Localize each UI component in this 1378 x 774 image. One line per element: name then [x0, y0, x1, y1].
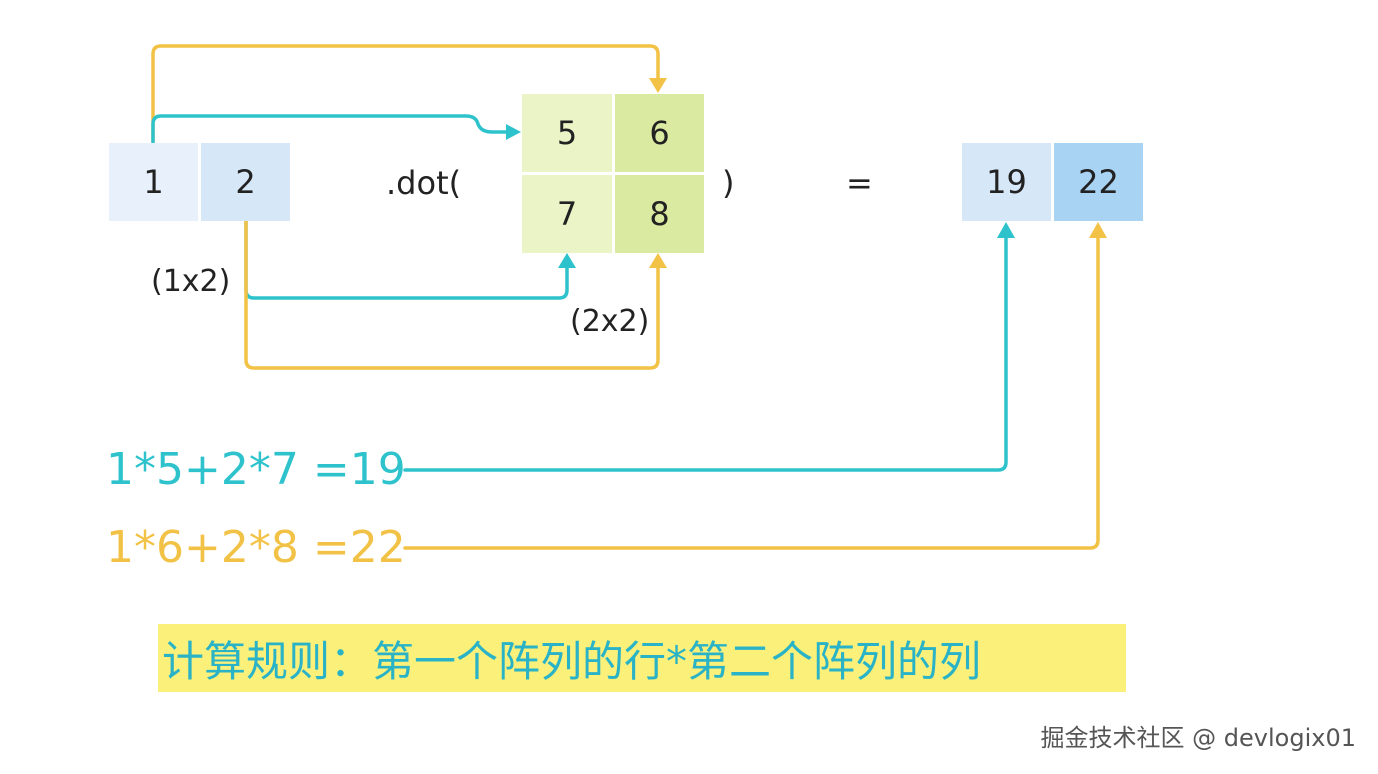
formula-second: 1*6+2*8 =22	[106, 522, 406, 573]
arrow-teal-formula-to-19	[403, 234, 1008, 472]
arrowhead-teal-5	[506, 124, 521, 140]
watermark: 掘金技术社区 @ devlogix01	[1040, 724, 1356, 752]
arrowhead-gold-8	[649, 253, 667, 268]
dot-open-label: .dot(	[386, 164, 462, 202]
arrow-teal-1-to-5	[151, 114, 510, 144]
arrow-teal-2-to-7	[244, 219, 569, 300]
matrix-cell-7: 7	[522, 175, 612, 253]
matrix-shape-label: (2x2)	[570, 304, 650, 339]
dot-close-label: )	[722, 164, 735, 202]
vector-shape-label: (1x2)	[151, 264, 231, 299]
formula-first: 1*5+2*7 =19	[106, 444, 406, 495]
calculation-rule-banner: 计算规则：第一个阵列的行*第二个阵列的列	[158, 624, 1126, 692]
result-cell-22: 22	[1054, 143, 1143, 221]
arrowhead-teal-7	[558, 253, 576, 268]
vector-cell-2: 2	[201, 143, 290, 221]
equals-sign: =	[846, 164, 873, 202]
matrix-cell-5: 5	[522, 94, 612, 172]
arrow-gold-1-to-6	[151, 44, 660, 144]
matrix-cell-6: 6	[615, 94, 704, 172]
arrowhead-teal-19	[997, 222, 1015, 238]
result-cell-19: 19	[962, 143, 1051, 221]
arrowhead-gold-6	[649, 78, 667, 93]
arrowhead-gold-22	[1089, 222, 1107, 238]
arrow-gold-formula-to-22	[403, 234, 1100, 550]
matrix-cell-8: 8	[615, 175, 704, 253]
arrow-gold-2-to-8	[244, 219, 660, 370]
vector-cell-1: 1	[109, 143, 198, 221]
